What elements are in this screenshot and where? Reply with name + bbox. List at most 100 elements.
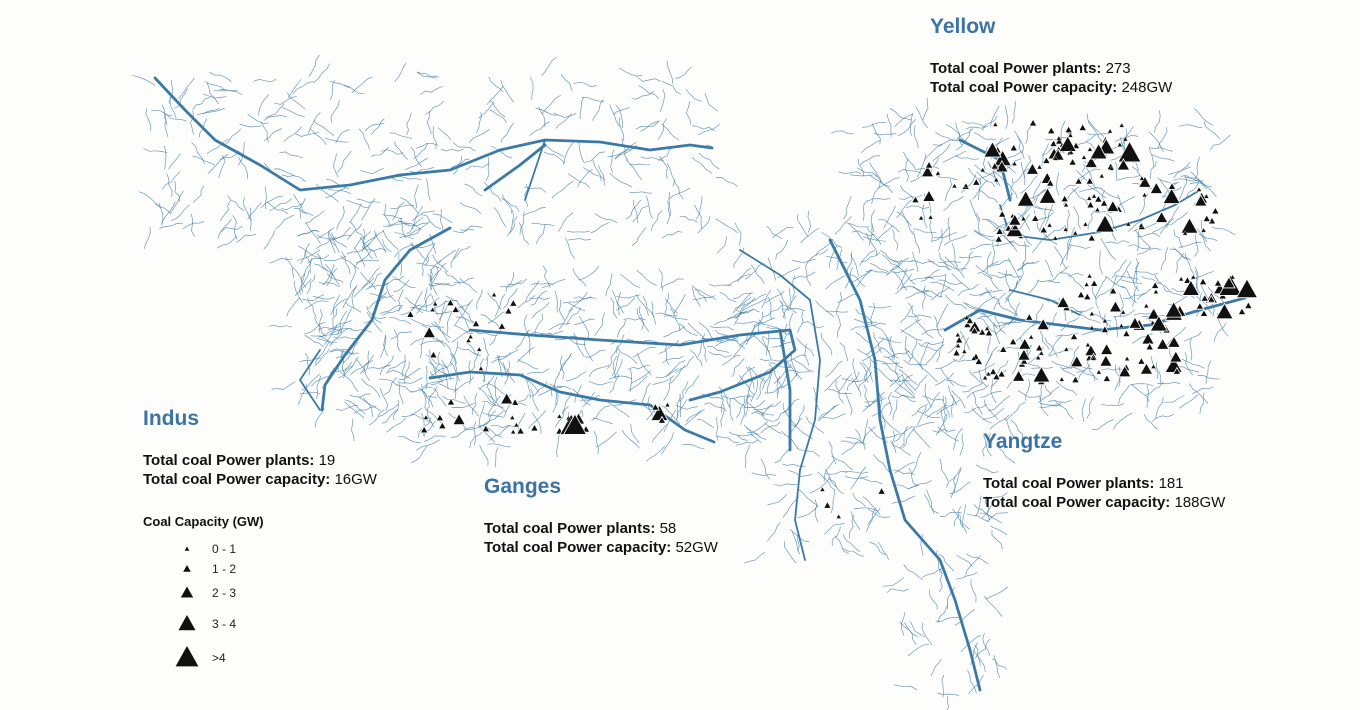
capacity-value: 52GW <box>675 539 718 556</box>
tributary <box>662 230 683 239</box>
tributary <box>464 183 482 197</box>
tributary <box>961 504 966 528</box>
tributary <box>750 380 758 403</box>
tributary <box>852 358 859 383</box>
capacity-value: 188GW <box>1174 494 1226 511</box>
tributary <box>923 144 943 161</box>
coal-plant-marker <box>1155 337 1170 350</box>
tributary <box>449 353 458 375</box>
tributary <box>491 145 513 159</box>
tributary <box>902 375 916 391</box>
tributary <box>426 407 435 428</box>
tributary <box>1157 177 1179 185</box>
tributary <box>488 395 507 413</box>
main-river <box>428 370 716 444</box>
coal-plant-marker <box>1041 155 1051 164</box>
tributary <box>691 285 707 302</box>
tributary <box>944 262 968 270</box>
tributary <box>1094 276 1108 299</box>
coal-plant-marker <box>1036 317 1051 331</box>
tributary <box>689 349 703 367</box>
tributary <box>973 229 996 241</box>
tributary <box>812 387 820 411</box>
tributary <box>382 230 399 251</box>
tributary <box>774 446 791 464</box>
tributary <box>685 101 692 125</box>
coal-plant-marker <box>422 325 437 339</box>
tributary <box>1114 364 1121 387</box>
tributary <box>715 218 738 233</box>
tributary <box>285 257 295 278</box>
tributary <box>791 354 798 377</box>
tributary <box>169 190 184 215</box>
tributary <box>313 120 335 136</box>
tributary <box>900 612 906 636</box>
tributary <box>1127 217 1146 232</box>
coal-plant-marker <box>657 415 667 424</box>
tributary <box>637 77 661 82</box>
tributary <box>517 295 536 309</box>
tributary <box>839 342 849 362</box>
main-river <box>778 328 792 452</box>
coal-plant-marker <box>1039 225 1049 234</box>
tributary <box>719 291 737 303</box>
tributary <box>421 383 427 408</box>
tributary <box>891 394 915 399</box>
tributary <box>335 352 360 359</box>
tributary <box>893 374 913 392</box>
tributary <box>199 118 208 138</box>
tributary <box>477 424 496 443</box>
tributary <box>287 92 306 110</box>
tributary <box>407 316 432 327</box>
tributary <box>617 291 621 316</box>
coal-plant-marker <box>962 320 972 329</box>
tributary <box>1184 352 1194 376</box>
tributary <box>526 368 550 375</box>
tributary <box>999 232 1018 252</box>
coal-plant-marker <box>922 189 936 202</box>
tributary <box>936 399 960 415</box>
tributary <box>363 316 387 324</box>
tributary <box>196 108 220 115</box>
coal-plant-marker <box>1010 222 1020 231</box>
tributary <box>451 402 476 408</box>
tributary <box>1190 171 1208 190</box>
tributary <box>922 204 928 228</box>
tributary <box>850 254 860 276</box>
tributary <box>442 395 466 404</box>
tributary <box>897 266 916 285</box>
tributary <box>715 177 739 187</box>
tributary <box>1137 247 1161 255</box>
tributary <box>283 126 302 143</box>
tributary <box>985 346 998 366</box>
tributary <box>673 179 684 200</box>
tributary <box>631 91 655 100</box>
tributary <box>509 209 514 233</box>
tributary <box>388 369 411 379</box>
tributary <box>260 195 284 209</box>
tributary <box>616 297 636 311</box>
tributary <box>406 112 412 136</box>
tributary <box>974 132 997 141</box>
tributary <box>617 319 627 338</box>
tributary <box>1115 261 1132 284</box>
coal-plant-marker <box>955 343 961 348</box>
tributary <box>531 302 550 319</box>
tributary <box>995 318 1016 336</box>
coal-plant-marker <box>1172 366 1182 375</box>
tributary <box>866 507 877 533</box>
tributary <box>1076 134 1097 147</box>
tributary <box>487 311 509 324</box>
tributary <box>864 397 886 403</box>
tributary <box>253 78 277 83</box>
tributary <box>247 114 269 124</box>
tributary <box>664 298 679 315</box>
tributary <box>609 104 620 127</box>
tributary <box>605 273 613 297</box>
tributary <box>746 323 762 342</box>
tributary <box>727 273 751 287</box>
tributary <box>782 496 800 518</box>
tributary <box>382 220 407 228</box>
tributary <box>430 266 439 290</box>
tributary <box>1044 224 1067 240</box>
